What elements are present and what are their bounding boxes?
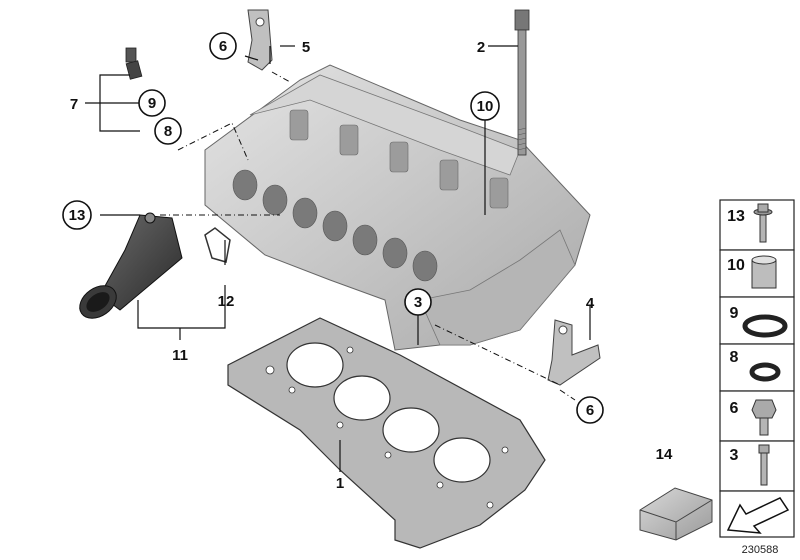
callout-10: 10 xyxy=(470,91,500,121)
bracket-right xyxy=(547,319,601,386)
callout-11: 11 xyxy=(172,347,188,364)
svg-text:13: 13 xyxy=(69,207,86,224)
legend-num-3: 3 xyxy=(730,447,739,464)
legend-cell-3 xyxy=(719,440,795,492)
svg-text:6: 6 xyxy=(219,38,227,55)
legend-num-13: 13 xyxy=(727,208,745,225)
screw-icon xyxy=(758,444,770,486)
callout-9: 9 xyxy=(138,89,166,117)
callout-1: 1 xyxy=(336,475,344,492)
callout-2: 2 xyxy=(477,39,485,56)
svg-text:10: 10 xyxy=(477,98,494,115)
legend-cell-13 xyxy=(719,199,795,251)
callout-3: 3 xyxy=(404,288,432,316)
callout-4: 4 xyxy=(586,295,595,312)
arrow-icon xyxy=(726,497,790,534)
svg-text:3: 3 xyxy=(414,294,422,311)
legend-num-6: 6 xyxy=(730,400,739,417)
cylinder-head xyxy=(204,64,591,351)
callout-12: 12 xyxy=(218,293,235,310)
svg-text:6: 6 xyxy=(586,402,594,419)
hex-bolt-icon xyxy=(751,399,777,436)
dowel-sleeve-icon xyxy=(751,255,777,289)
legend-num-10: 10 xyxy=(727,257,745,274)
o-ring-small-icon xyxy=(749,362,781,382)
dashed-assembly-lines xyxy=(160,71,576,401)
callout-14: 14 xyxy=(656,446,673,463)
coolant-pipe xyxy=(79,212,183,319)
callout-5: 5 xyxy=(302,39,310,56)
seal-ring xyxy=(204,227,231,263)
bolt-flange-icon xyxy=(753,203,773,243)
bracket-top xyxy=(247,9,273,71)
reference-number: 230588 xyxy=(742,544,779,556)
leader-lines xyxy=(85,45,591,472)
o-ring-large-icon xyxy=(742,314,788,338)
head-bolt xyxy=(514,9,530,156)
part-box-icon xyxy=(639,487,713,541)
legend-num-8: 8 xyxy=(730,349,739,366)
callout-13: 13 xyxy=(62,200,92,230)
callout-6b: 6 xyxy=(576,396,604,424)
callout-6a: 6 xyxy=(209,32,237,60)
legend-num-9: 9 xyxy=(730,305,739,322)
callout-8: 8 xyxy=(154,117,182,145)
callout-7: 7 xyxy=(70,96,78,113)
legend-panel: 13 10 9 8 6 3 xyxy=(719,199,795,538)
sensor-part xyxy=(125,47,143,80)
head-gasket xyxy=(227,317,546,549)
svg-text:9: 9 xyxy=(148,95,156,112)
svg-text:8: 8 xyxy=(164,123,172,140)
